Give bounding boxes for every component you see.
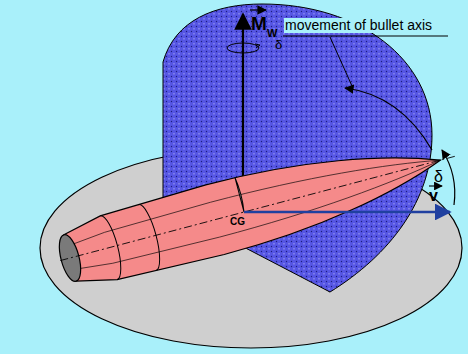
axis-note: movement of bullet axis — [284, 18, 433, 33]
angle-symbol: δ — [275, 38, 282, 52]
vector-symbol: v — [429, 187, 438, 205]
precession-arc — [345, 88, 432, 150]
velocity-arrow — [244, 211, 450, 213]
yaw-arc — [442, 150, 455, 205]
center-label: CG — [229, 216, 246, 227]
vector-symbol: M — [251, 14, 267, 35]
bullet — [51, 121, 466, 295]
leader-line — [330, 37, 352, 86]
angle-symbol: δ — [434, 168, 443, 186]
